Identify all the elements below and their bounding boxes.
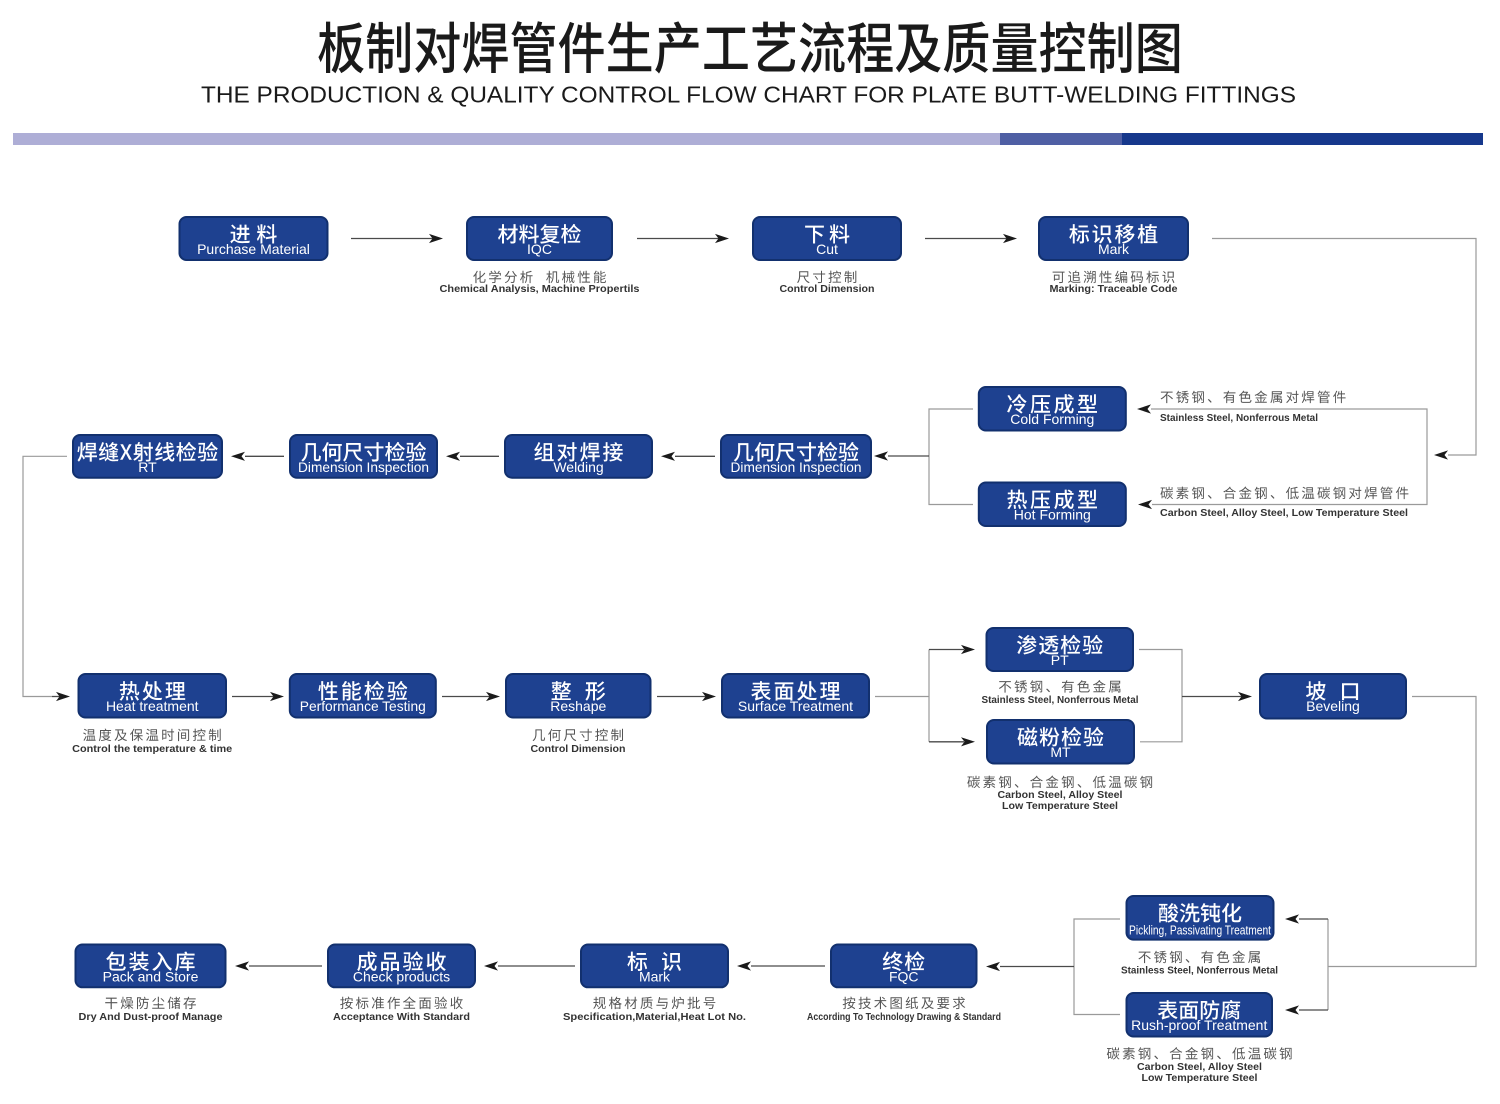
- svg-text:Acceptance With Standard: Acceptance With Standard: [333, 1011, 470, 1023]
- svg-text:Dimension Inspection: Dimension Inspection: [298, 459, 429, 475]
- svg-text:According To Technology Drawin: According To Technology Drawing & Standa…: [807, 1011, 1001, 1023]
- svg-text:Beveling: Beveling: [1306, 698, 1360, 714]
- svg-text:Pack and Store: Pack and Store: [103, 969, 199, 985]
- svg-text:Mark: Mark: [1098, 241, 1130, 257]
- svg-text:Control Dimension: Control Dimension: [531, 743, 626, 755]
- svg-text:Dimension Inspection: Dimension Inspection: [731, 459, 862, 475]
- svg-text:RT: RT: [138, 459, 157, 475]
- svg-text:Stainless Steel, Nonferrous Me: Stainless Steel, Nonferrous Metal: [1160, 412, 1318, 424]
- svg-text:Carbon Steel, Alloy Steel, Low: Carbon Steel, Alloy Steel, Low Temperatu…: [1160, 507, 1408, 519]
- svg-text:PT: PT: [1051, 652, 1069, 668]
- svg-text:Specification,Material,Heat Lo: Specification,Material,Heat Lot No.: [563, 1011, 746, 1023]
- svg-text:Pickling, Passivating Treatme: Pickling, Passivating Treatment: [1129, 923, 1271, 938]
- svg-text:Carbon Steel, Alloy Steel: Carbon Steel, Alloy Steel: [1137, 1061, 1262, 1073]
- svg-text:Low Temperature Steel: Low Temperature Steel: [1142, 1072, 1258, 1084]
- svg-text:Welding: Welding: [553, 459, 603, 475]
- svg-text:Cut: Cut: [816, 241, 838, 257]
- svg-text:FQC: FQC: [889, 969, 919, 985]
- svg-text:IQC: IQC: [527, 241, 552, 257]
- svg-text:Surface Treatment: Surface Treatment: [738, 698, 853, 714]
- svg-text:MT: MT: [1050, 744, 1071, 760]
- svg-text:THE PRODUCTION & QUALITY CONTR: THE PRODUCTION & QUALITY CONTROL FLOW CH…: [201, 82, 1296, 108]
- svg-text:Control the temperature & t: Control the temperature & time: [72, 743, 232, 755]
- svg-text:Purchase Material: Purchase Material: [197, 241, 310, 257]
- svg-text:Heat treatment: Heat treatment: [106, 698, 199, 714]
- svg-text:Performance Testing: Performance Testing: [300, 698, 426, 714]
- svg-text:Stainless Steel, Nonferrous Me: Stainless Steel, Nonferrous Metal: [982, 694, 1139, 706]
- svg-text:Chemical Analysis, Machine P: Chemical Analysis, Machine Propertils: [440, 283, 640, 295]
- svg-text:Carbon Steel, Alloy Steel: Carbon Steel, Alloy Steel: [998, 789, 1123, 801]
- svg-text:Dry And Dust-proof Manage: Dry And Dust-proof Manage: [79, 1011, 223, 1023]
- svg-text:Stainless Steel, Nonferrous Me: Stainless Steel, Nonferrous Metal: [1121, 965, 1278, 977]
- svg-text:Mark: Mark: [639, 969, 671, 985]
- svg-text:Low Temperature Steel: Low Temperature Steel: [1002, 800, 1118, 812]
- svg-text:Hot Forming: Hot Forming: [1014, 507, 1091, 523]
- svg-text:Rush-proof Treatment: Rush-proof Treatment: [1131, 1017, 1267, 1033]
- svg-text:Marking: Traceable Code: Marking: Traceable Code: [1050, 283, 1178, 295]
- svg-text:Cold Forming: Cold Forming: [1010, 411, 1094, 427]
- svg-text:Reshape: Reshape: [550, 698, 606, 714]
- svg-text:Control Dimension: Control Dimension: [780, 283, 875, 295]
- svg-text:Check products: Check products: [353, 969, 450, 985]
